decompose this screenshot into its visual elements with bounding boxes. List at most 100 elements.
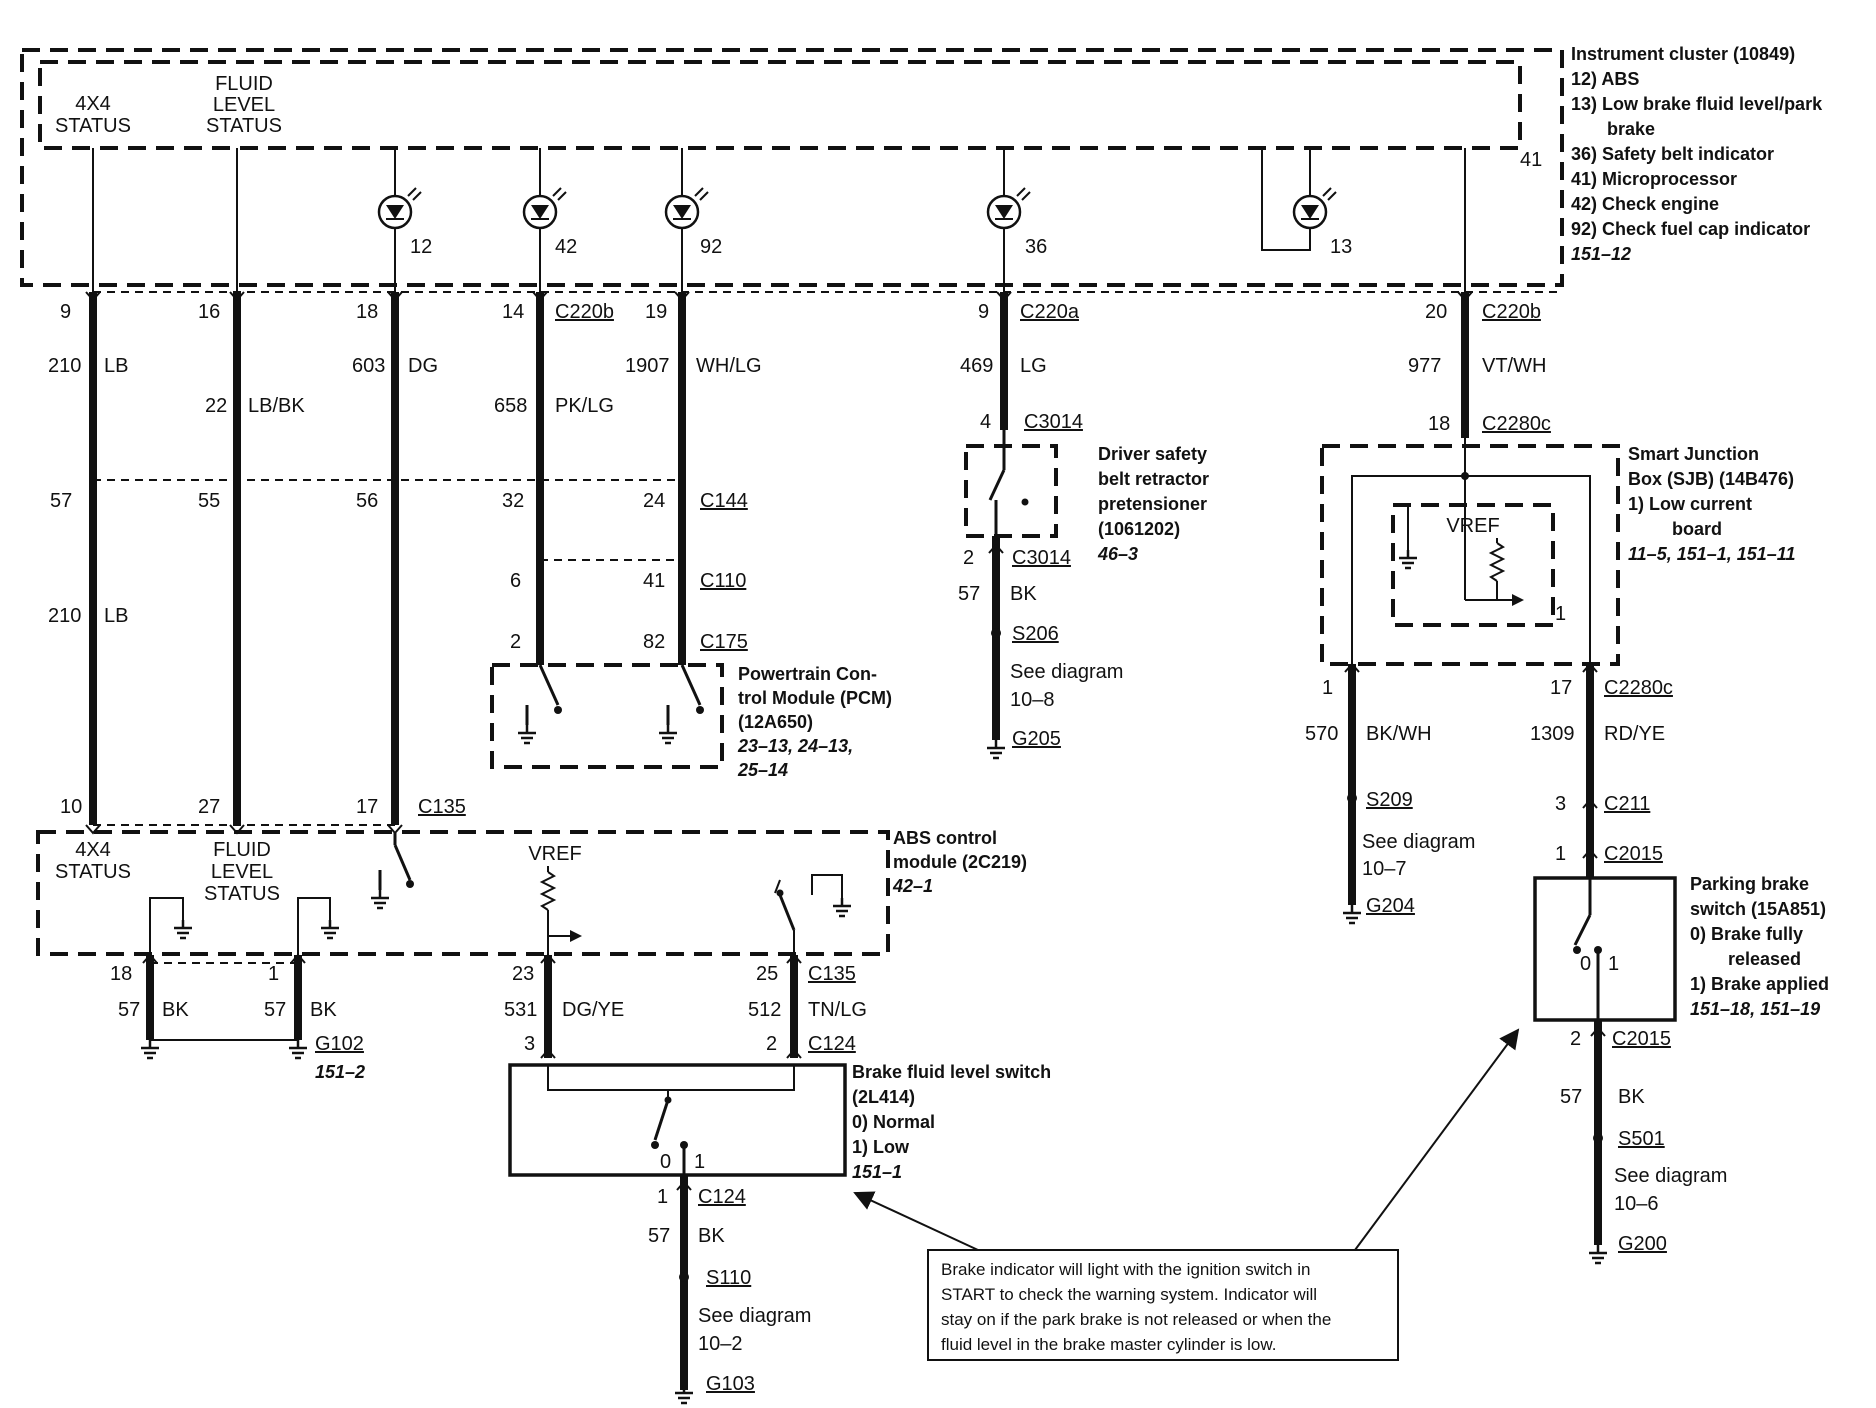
pin-label: 27 <box>198 796 220 818</box>
pretensioner-label: Driver safety <box>1098 444 1207 464</box>
connector-label: C3014 <box>1024 411 1083 433</box>
pin-label: 1 <box>657 1186 668 1208</box>
splice-icon <box>679 1272 689 1282</box>
pcm-label: trol Module (PCM) <box>738 688 892 708</box>
cluster-legend-line: 36) Safety belt indicator <box>1571 144 1774 164</box>
wire-color: LB <box>104 355 128 377</box>
sjb-outline <box>1320 444 1620 666</box>
see-diagram: 10–7 <box>1362 858 1407 880</box>
abs-module-outline <box>36 830 890 956</box>
brake-fluid-signal-wires: 23 531 DG/YE 3 25 C135 512 TN/LG 2 C124 <box>504 953 867 1059</box>
ground-label: G204 <box>1366 895 1415 917</box>
circuit-number: 210 <box>48 605 81 627</box>
ground-ref: 151–2 <box>315 1062 365 1082</box>
cluster-4x4-label: STATUS <box>55 115 131 137</box>
circuit-number: 570 <box>1305 723 1338 745</box>
connector-label: C2280c <box>1604 677 1673 699</box>
see-diagram: See diagram <box>1614 1165 1727 1187</box>
cluster-fluid-label: LEVEL <box>213 94 275 116</box>
lamp-number: 13 <box>1330 236 1352 258</box>
lamp-number: 92 <box>700 236 722 258</box>
connector-label: C220a <box>1020 301 1080 323</box>
note-line: Brake indicator will light with the igni… <box>941 1260 1310 1279</box>
connector-label: C124 <box>808 1033 856 1055</box>
switch-position: 0 <box>1580 953 1591 975</box>
pin-label: 32 <box>502 490 524 512</box>
pin-label: 19 <box>645 301 667 323</box>
connector-label: C135 <box>808 963 856 985</box>
circuit-number: 512 <box>748 999 781 1021</box>
see-diagram: See diagram <box>1362 831 1475 853</box>
circuit-number: 57 <box>1560 1086 1582 1108</box>
abs-vref-label: VREF <box>528 843 581 865</box>
pretensioner-label: pretensioner <box>1098 494 1207 514</box>
lamp-number: 12 <box>410 236 432 258</box>
pin-label: 1 <box>268 963 279 985</box>
splice-label: S110 <box>706 1267 751 1289</box>
wire-color: BK/WH <box>1366 723 1432 745</box>
pin-label: 9 <box>60 301 71 323</box>
pin-label: 1 <box>1555 843 1566 865</box>
pin-label: 2 <box>1570 1028 1581 1050</box>
wire-color: BK <box>162 999 189 1021</box>
connector-label: C2015 <box>1612 1028 1671 1050</box>
parking-brake-item: released <box>1728 949 1801 969</box>
brake-fluid-switch-label: (2L414) <box>852 1087 915 1107</box>
switch-position: 1 <box>1608 953 1619 975</box>
note-line: START to check the warning system. Indic… <box>941 1285 1317 1304</box>
pin-label: 4 <box>980 411 991 433</box>
led-lamp-icon <box>986 187 1031 230</box>
cluster-legend-line: 42) Check engine <box>1571 194 1719 214</box>
pcm-label: (12A650) <box>738 712 813 732</box>
smart-junction-box: VREF 1 Smart Junction Box (SJB) (14B476)… <box>1305 438 1796 925</box>
brake-fluid-level-switch: 0 1 Brake fluid level switch (2L414) 0) … <box>508 1062 1051 1405</box>
pin-label: 23 <box>512 963 534 985</box>
instrument-cluster: Instrument cluster (10849) 12) ABS 13) L… <box>20 44 1823 292</box>
wire-color: BK <box>1618 1086 1645 1108</box>
splice-label: S206 <box>1012 623 1059 645</box>
cluster-fluid-label: FLUID <box>215 73 273 95</box>
sjb-refs: 11–5, 151–1, 151–11 <box>1628 544 1796 564</box>
connector-label: C135 <box>418 796 466 818</box>
see-diagram: See diagram <box>698 1305 811 1327</box>
ground-icon <box>369 888 391 910</box>
ground-icon <box>1397 548 1419 570</box>
lamp-number: 36 <box>1025 236 1047 258</box>
pcm-outline <box>490 663 724 769</box>
see-diagram: 10–2 <box>698 1333 743 1355</box>
led-lamp-icon <box>522 187 567 230</box>
switch-position: 1 <box>694 1151 705 1173</box>
pcm-label: Powertrain Con- <box>738 664 877 684</box>
led-lamp-icon <box>377 187 422 230</box>
ground-icon <box>673 1383 695 1405</box>
cluster-legend-line: 13) Low brake fluid level/park <box>1571 94 1823 114</box>
parking-brake-item: 1) Brake applied <box>1690 974 1829 994</box>
note-box <box>927 1249 1399 1361</box>
led-lamp-icon <box>1292 187 1337 230</box>
ground-label: G103 <box>706 1373 755 1395</box>
circuit-number: 57 <box>118 999 140 1021</box>
parking-brake-label: switch (15A851) <box>1690 899 1826 919</box>
wire-color: TN/LG <box>808 999 867 1021</box>
led-lamp-icon <box>664 187 709 230</box>
sjb-item: 1) Low current <box>1628 494 1752 514</box>
see-diagram: 10–6 <box>1614 1193 1659 1215</box>
pin-label: 18 <box>1428 413 1450 435</box>
circuit-number: 603 <box>352 355 385 377</box>
brake-fluid-switch-ref: 151–1 <box>852 1162 902 1182</box>
pin-label: 14 <box>502 301 524 323</box>
splice-label: S501 <box>1618 1128 1665 1150</box>
lamp-number: 42 <box>555 236 577 258</box>
see-diagram: See diagram <box>1010 661 1123 683</box>
wire-color: LB/BK <box>248 395 305 417</box>
pin-label: 24 <box>643 490 665 512</box>
parking-brake-label: Parking brake <box>1690 874 1809 894</box>
splice-icon <box>991 628 1001 638</box>
pin-label: 2 <box>510 631 521 653</box>
wire-color: BK <box>698 1225 725 1247</box>
note-arrow-to-fluid-switch <box>853 1191 979 1251</box>
sjb-label: Box (SJB) (14B476) <box>1628 469 1794 489</box>
brake-fluid-switch-item: 0) Normal <box>852 1112 935 1132</box>
abs-module-label: module (2C219) <box>893 852 1027 872</box>
pretensioner-label: (1061202) <box>1098 519 1180 539</box>
